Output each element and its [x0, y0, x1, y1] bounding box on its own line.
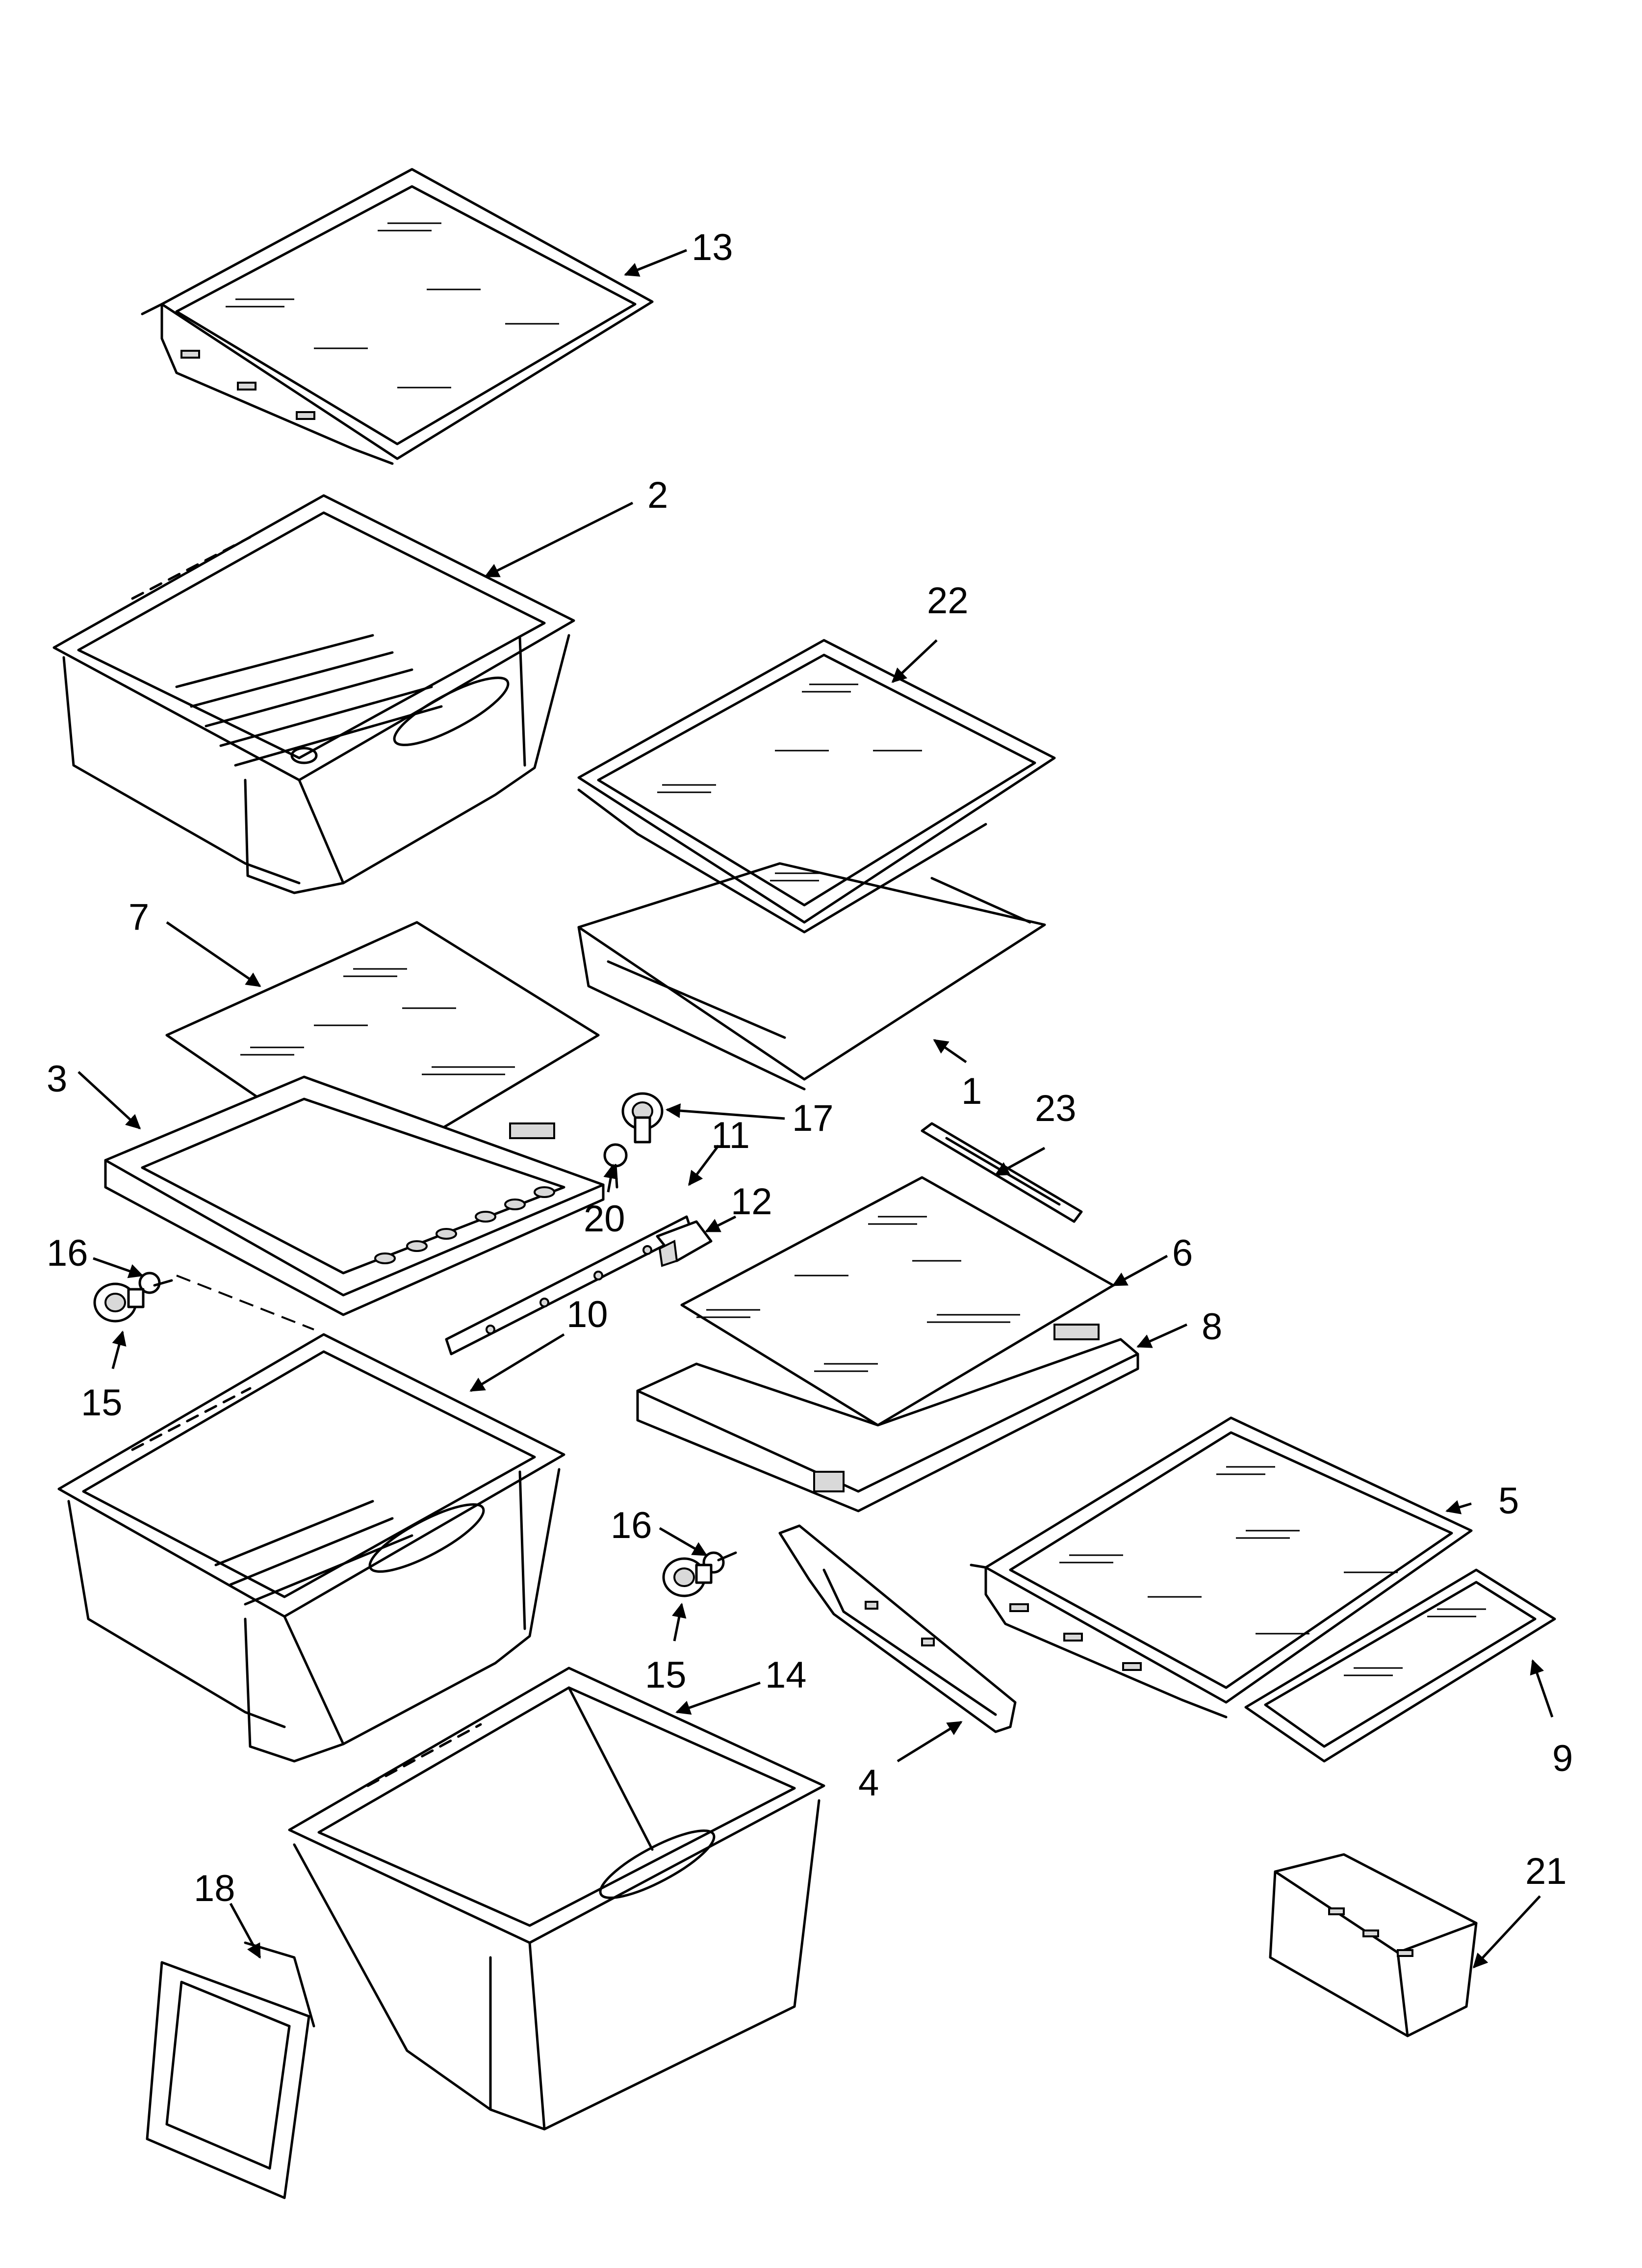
part-13-glass-shelf: [141, 168, 654, 465]
part-15-roller-left: [93, 1282, 145, 1323]
callout-8: 8: [1202, 1306, 1222, 1348]
callout-10: 10: [566, 1294, 608, 1335]
leader-2: [484, 501, 634, 578]
leader-16a: [93, 1257, 144, 1278]
part-10-crisper-drawer: [57, 1333, 565, 1763]
leader-12: [705, 1215, 737, 1233]
part-21-bin: [1269, 1853, 1478, 2037]
part-3-crisper-cover-frame: [104, 1075, 605, 1330]
part-14-deli-drawer: [288, 1667, 825, 2131]
callout-5: 5: [1498, 1480, 1519, 1522]
callout-3: 3: [47, 1058, 67, 1100]
callout-13: 13: [692, 227, 733, 268]
callout-11: 11: [711, 1115, 750, 1156]
leader-18: [229, 1903, 261, 1959]
leader-9: [1530, 1659, 1554, 1718]
part-2-crisper-drawer: [52, 494, 575, 894]
leader-3: [77, 1071, 141, 1130]
callout-17: 17: [792, 1097, 834, 1139]
leader-17: [666, 1103, 785, 1120]
callout-9: 9: [1552, 1738, 1573, 1779]
callout-18: 18: [194, 1868, 235, 1909]
part-4-bracket: [778, 1524, 1017, 1733]
leader-20: [603, 1164, 618, 1193]
leader-21: [1472, 1895, 1541, 1969]
leader-8: [1136, 1323, 1188, 1348]
leader-14: [675, 1681, 761, 1715]
callout-16: 16: [611, 1505, 652, 1546]
leader-23: [994, 1147, 1046, 1176]
leader-6: [1112, 1254, 1168, 1287]
callout-15: 15: [645, 1654, 687, 1696]
callout-22: 22: [927, 580, 969, 622]
leader-22: [891, 639, 938, 683]
part-16-screw-left: [138, 1272, 173, 1294]
leader-15b: [671, 1603, 687, 1642]
part-1-shelf-frame: [577, 862, 1046, 1091]
part-17-roller: [621, 1092, 664, 1144]
leader-15a: [111, 1330, 127, 1369]
leader-lines: [77, 249, 1554, 1969]
leader-5: [1445, 1500, 1472, 1514]
callout-20: 20: [584, 1198, 625, 1240]
part-20-screw: [603, 1143, 628, 1189]
callout-21: 21: [1525, 1851, 1567, 1892]
callout-6: 6: [1172, 1232, 1193, 1274]
part-15-roller-right: [662, 1557, 713, 1597]
part-8-cover-frame: [636, 1324, 1139, 1512]
leader-4: [897, 1721, 963, 1763]
part-12-clip: [656, 1220, 713, 1267]
callout-15: 15: [81, 1382, 123, 1424]
callout-16: 16: [47, 1232, 88, 1274]
leader-11: [688, 1145, 719, 1186]
part-9-half-shelf: [1244, 1568, 1556, 1763]
callout-1: 1: [961, 1070, 982, 1112]
callout-7: 7: [128, 896, 149, 938]
callout-12: 12: [731, 1181, 772, 1223]
leader-13: [624, 249, 687, 277]
leader-1: [933, 1039, 967, 1064]
leader-7: [166, 921, 261, 988]
callout-4: 4: [858, 1762, 879, 1804]
callout-14: 14: [765, 1654, 807, 1696]
callout-labels: 13 2 22 7 1 3 17 20 11 12 23 16 15 10 6 …: [47, 227, 1573, 1909]
callout-2: 2: [647, 474, 668, 516]
callout-23: 23: [1035, 1088, 1077, 1129]
part-18-label: [146, 1941, 315, 2199]
part-5-glass-shelf: [970, 1416, 1473, 1719]
leader-10: [469, 1333, 565, 1392]
leader-16b: [659, 1527, 708, 1557]
part-22-glass-shelf: [577, 639, 1056, 934]
